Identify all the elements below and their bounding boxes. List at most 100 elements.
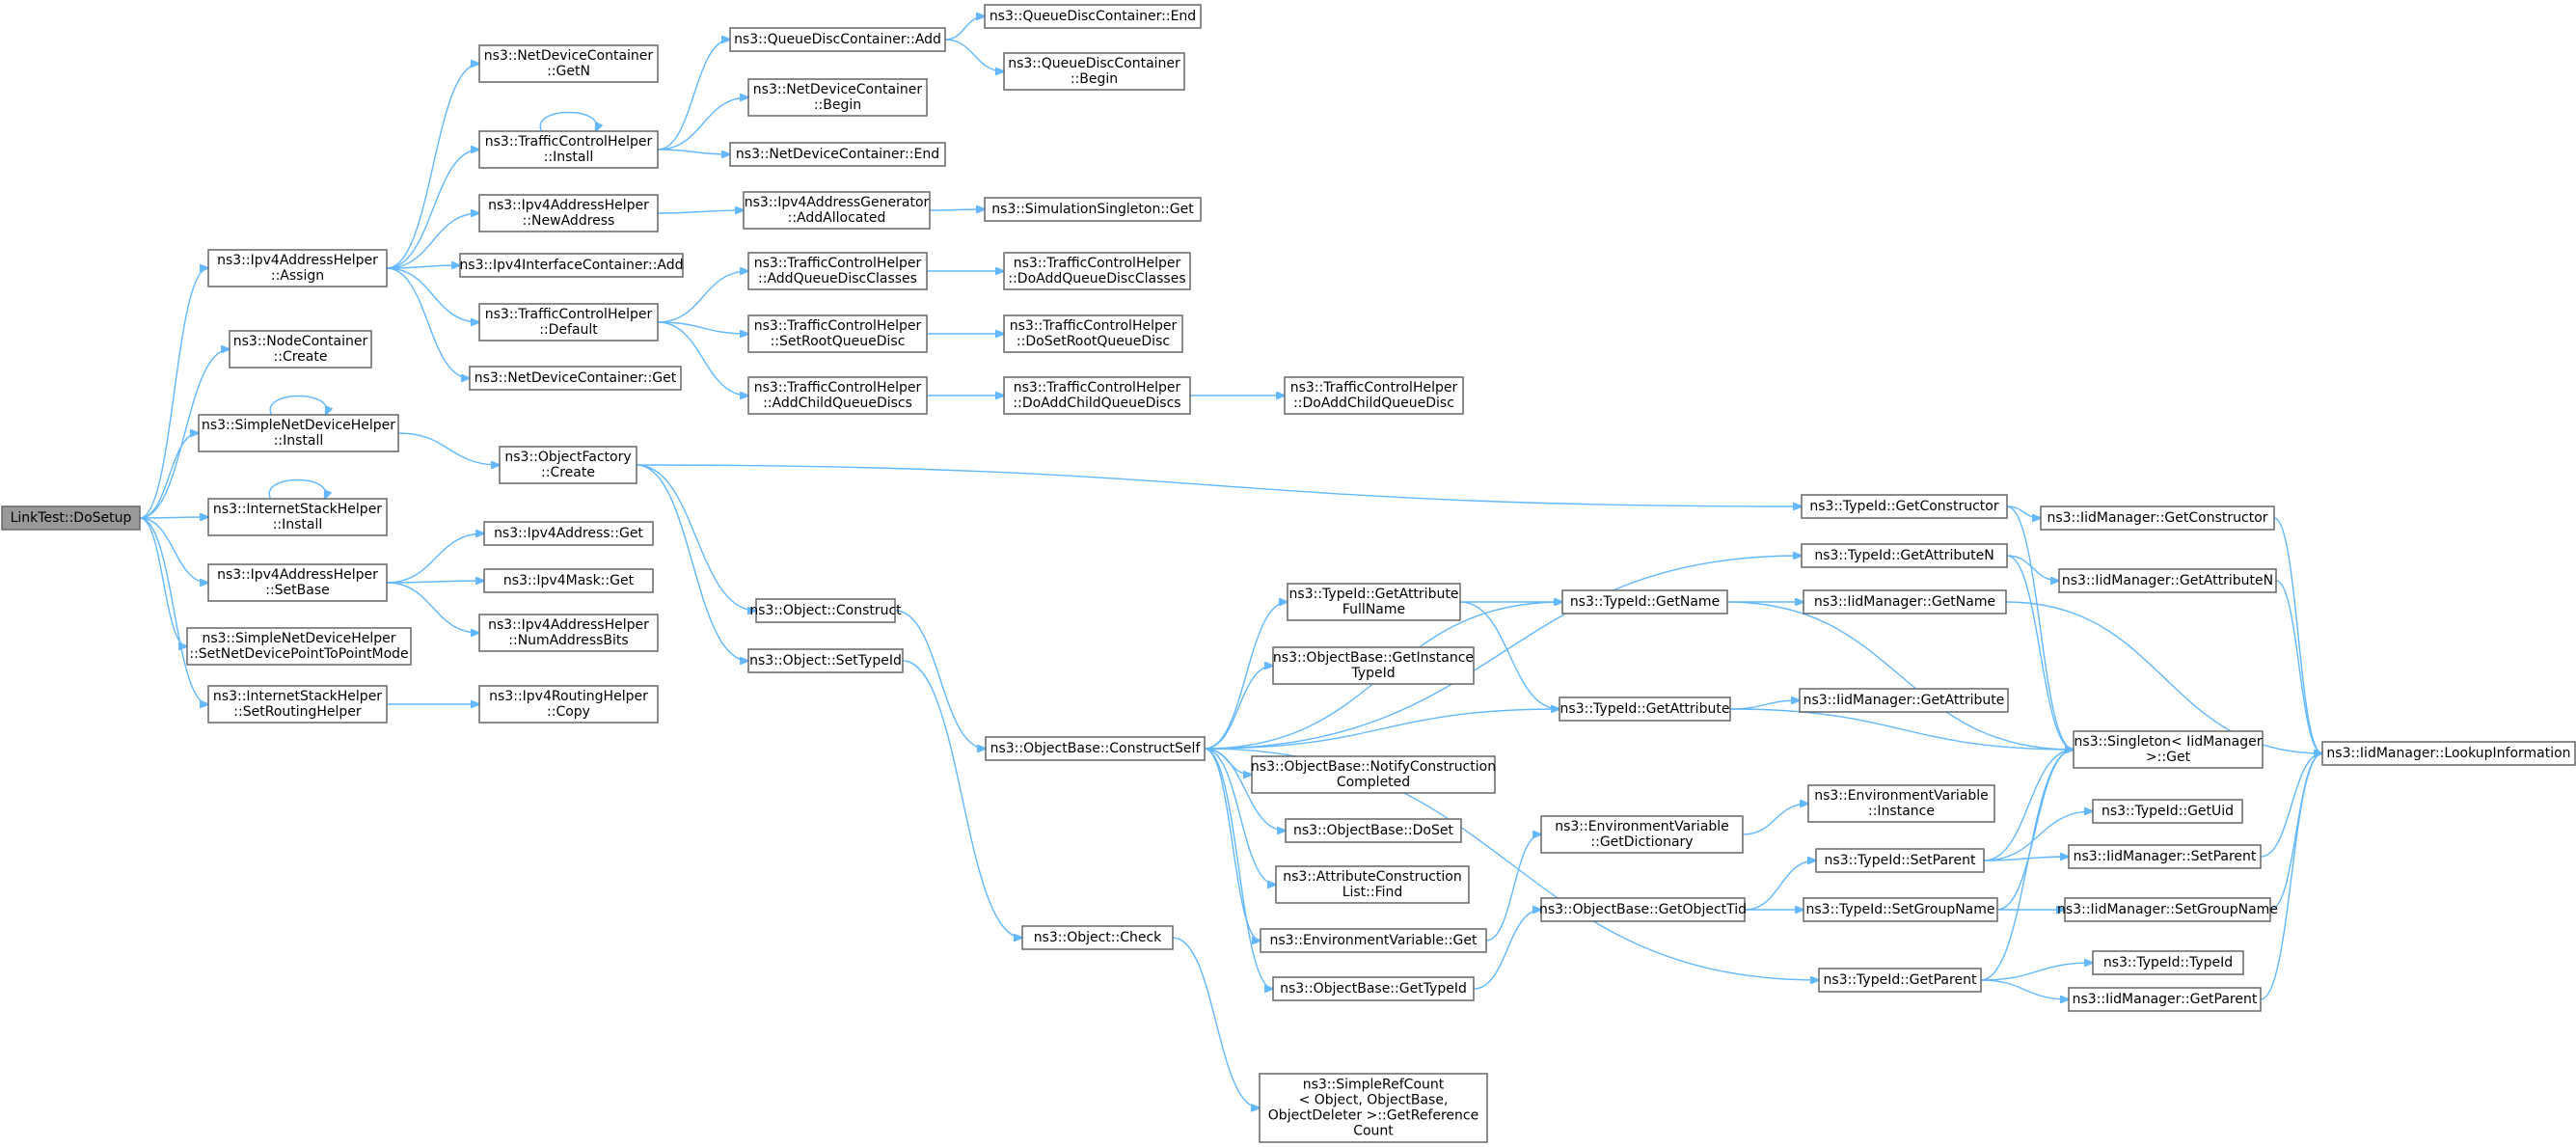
node-qdc-end[interactable]: ns3::QueueDiscContainer::End bbox=[984, 4, 1202, 29]
node-ob-gettypeid[interactable]: ns3::ObjectBase::GetTypeId bbox=[1272, 976, 1475, 1001]
node-box[interactable] bbox=[1807, 784, 1995, 823]
node-box[interactable] bbox=[459, 253, 684, 278]
node-simsingleton-get[interactable]: ns3::SimulationSingleton::Get bbox=[984, 197, 1202, 222]
node-tid-getattr[interactable]: ns3::TypeId::GetAttribute bbox=[1559, 696, 1731, 722]
node-ipv4rh-copy[interactable]: ns3::Ipv4RoutingHelper::Copy bbox=[478, 685, 659, 724]
node-iidm-setgroup[interactable]: ns3::IidManager::SetGroupName bbox=[2057, 897, 2278, 922]
node-box[interactable] bbox=[2064, 897, 2271, 922]
node-box[interactable] bbox=[747, 376, 928, 415]
node-singleton-get[interactable]: ns3::Singleton< IidManager >::Get bbox=[2073, 730, 2264, 769]
node-tid-setgroup[interactable]: ns3::TypeId::SetGroupName bbox=[1803, 897, 1998, 922]
node-tch-doaddchilds[interactable]: ns3::TrafficControlHelper::DoAddChildQue… bbox=[1003, 376, 1191, 415]
node-box[interactable] bbox=[478, 685, 659, 724]
node-box[interactable] bbox=[2092, 950, 2244, 975]
node-box[interactable] bbox=[1561, 589, 1728, 614]
node-box[interactable] bbox=[1284, 376, 1464, 415]
node-tid-setparent[interactable]: ns3::TypeId::SetParent bbox=[1815, 848, 1985, 873]
node-box[interactable] bbox=[1801, 494, 2008, 519]
node-ob-getobjtid[interactable]: ns3::ObjectBase::GetObjectTid bbox=[1539, 897, 1747, 922]
node-ipv4addr-get[interactable]: ns3::Ipv4Address::Get bbox=[483, 521, 654, 546]
node-ish-install[interactable]: ns3::InternetStackHelper::Install bbox=[207, 498, 388, 536]
node-iidm-getattr[interactable]: ns3::IidManager::GetAttribute bbox=[1799, 688, 2009, 713]
node-ipv4ag-addalloc[interactable]: ns3::Ipv4AddressGenerator::AddAllocated bbox=[743, 191, 931, 230]
node-tch-setroot[interactable]: ns3::TrafficControlHelper::SetRootQueueD… bbox=[747, 314, 928, 353]
node-iidm-getname[interactable]: ns3::IidManager::GetName bbox=[1803, 589, 2007, 614]
node-env-get[interactable]: ns3::EnvironmentVariable::Get bbox=[1260, 928, 1487, 953]
node-obj-construct[interactable]: ns3::Object::Construct bbox=[749, 598, 902, 623]
node-ndc-begin[interactable]: ns3::NetDeviceContainer::Begin bbox=[747, 78, 928, 117]
node-box[interactable] bbox=[469, 366, 682, 391]
node-ipv4ah-numbits[interactable]: ns3::Ipv4AddressHelper::NumAddressBits bbox=[478, 614, 659, 652]
node-box[interactable] bbox=[1260, 928, 1487, 953]
node-box[interactable] bbox=[207, 563, 388, 602]
node-box[interactable] bbox=[1559, 696, 1731, 722]
node-tch-doaddqdc[interactable]: ns3::TrafficControlHelper::DoAddQueueDis… bbox=[1003, 252, 1191, 290]
node-box[interactable] bbox=[499, 446, 637, 484]
node-box[interactable] bbox=[1251, 755, 1496, 794]
node-box[interactable] bbox=[1003, 252, 1191, 290]
node-box[interactable] bbox=[1259, 1073, 1488, 1143]
node-box[interactable] bbox=[747, 648, 904, 673]
node-iidm-getctor[interactable]: ns3::IidManager::GetConstructor bbox=[2040, 505, 2275, 531]
node-ob-doset[interactable]: ns3::ObjectBase::DoSet bbox=[1285, 818, 1462, 843]
node-tid-getattrn[interactable]: ns3::TypeId::GetAttributeN bbox=[1801, 543, 2008, 568]
node-sndh-setp2p[interactable]: ns3::SimpleNetDeviceHelper::SetNetDevice… bbox=[186, 627, 412, 666]
node-box[interactable] bbox=[747, 78, 928, 117]
node-env-instance[interactable]: ns3::EnvironmentVariable::Instance bbox=[1807, 784, 1995, 823]
node-ipv4ah-newaddr[interactable]: ns3::Ipv4AddressHelper::NewAddress bbox=[478, 194, 659, 232]
node-box[interactable] bbox=[1285, 818, 1462, 843]
node-box[interactable] bbox=[755, 598, 896, 623]
node-box[interactable] bbox=[1272, 646, 1475, 685]
node-tid-getuid[interactable]: ns3::TypeId::GetUid bbox=[2092, 799, 2243, 824]
node-tid-getname[interactable]: ns3::TypeId::GetName bbox=[1561, 589, 1728, 614]
node-box[interactable] bbox=[207, 498, 388, 536]
node-box[interactable] bbox=[985, 736, 1206, 761]
node-box[interactable] bbox=[1003, 376, 1191, 415]
node-ob-notify[interactable]: ns3::ObjectBase::NotifyConstructionCompl… bbox=[1251, 755, 1496, 794]
node-box[interactable] bbox=[1275, 865, 1470, 904]
node-box[interactable] bbox=[2040, 505, 2275, 531]
node-box[interactable] bbox=[478, 130, 659, 169]
node-tch-addchild[interactable]: ns3::TrafficControlHelper::AddChildQueue… bbox=[747, 376, 928, 415]
node-box[interactable] bbox=[1818, 968, 1982, 993]
node-box[interactable] bbox=[747, 252, 928, 290]
node-env-getdict[interactable]: ns3::EnvironmentVariable::GetDictionary bbox=[1540, 815, 1744, 854]
node-obj-check[interactable]: ns3::Object::Check bbox=[1021, 925, 1174, 950]
node-box[interactable] bbox=[984, 197, 1202, 222]
node-box[interactable] bbox=[1003, 314, 1183, 353]
node-root[interactable]: LinkTest::DoSetup bbox=[1, 505, 141, 531]
node-ndc-get[interactable]: ns3::NetDeviceContainer::Get bbox=[469, 366, 682, 391]
node-ndc-getn[interactable]: ns3::NetDeviceContainer::GetN bbox=[478, 44, 659, 83]
node-box[interactable] bbox=[1003, 52, 1185, 91]
node-box[interactable] bbox=[483, 568, 654, 593]
node-nc-create[interactable]: ns3::NodeContainer::Create bbox=[229, 330, 372, 369]
node-tid-getparent[interactable]: ns3::TypeId::GetParent bbox=[1818, 968, 1982, 993]
node-box[interactable] bbox=[478, 44, 659, 83]
node-box[interactable] bbox=[1, 505, 141, 531]
node-tid-getctor[interactable]: ns3::TypeId::GetConstructor bbox=[1801, 494, 2008, 519]
node-iidm-lookup[interactable]: ns3::IidManager::LookupInformation bbox=[2321, 741, 2576, 766]
node-ipv4ah-assign[interactable]: ns3::Ipv4AddressHelper::Assign bbox=[207, 249, 388, 287]
node-ipv4ah-setbase[interactable]: ns3::Ipv4AddressHelper::SetBase bbox=[207, 563, 388, 602]
node-ndc-end[interactable]: ns3::NetDeviceContainer::End bbox=[729, 142, 946, 167]
node-box[interactable] bbox=[1287, 583, 1461, 621]
node-tid-typeid[interactable]: ns3::TypeId::TypeId bbox=[2092, 950, 2244, 975]
node-iidm-getparent[interactable]: ns3::IidManager::GetParent bbox=[2068, 987, 2262, 1012]
node-box[interactable] bbox=[1540, 815, 1744, 854]
node-ipv4mask-get[interactable]: ns3::Ipv4Mask::Get bbox=[483, 568, 654, 593]
node-sndh-install[interactable]: ns3::SimpleNetDeviceHelper::Install bbox=[198, 414, 399, 452]
node-ob-constructself[interactable]: ns3::ObjectBase::ConstructSelf bbox=[985, 736, 1206, 761]
node-box[interactable] bbox=[729, 142, 946, 167]
node-box[interactable] bbox=[1272, 976, 1475, 1001]
node-box[interactable] bbox=[743, 191, 931, 230]
node-ish-setrouting[interactable]: ns3::InternetStackHelper::SetRoutingHelp… bbox=[207, 685, 388, 724]
node-box[interactable] bbox=[478, 614, 659, 652]
node-box[interactable] bbox=[478, 303, 659, 341]
node-box[interactable] bbox=[984, 4, 1202, 29]
node-ipv4ic-add[interactable]: ns3::Ipv4InterfaceContainer::Add bbox=[459, 253, 684, 278]
node-box[interactable] bbox=[478, 194, 659, 232]
node-box[interactable] bbox=[198, 414, 399, 452]
node-box[interactable] bbox=[1803, 897, 1998, 922]
node-tch-doaddchild[interactable]: ns3::TrafficControlHelper::DoAddChildQue… bbox=[1284, 376, 1464, 415]
